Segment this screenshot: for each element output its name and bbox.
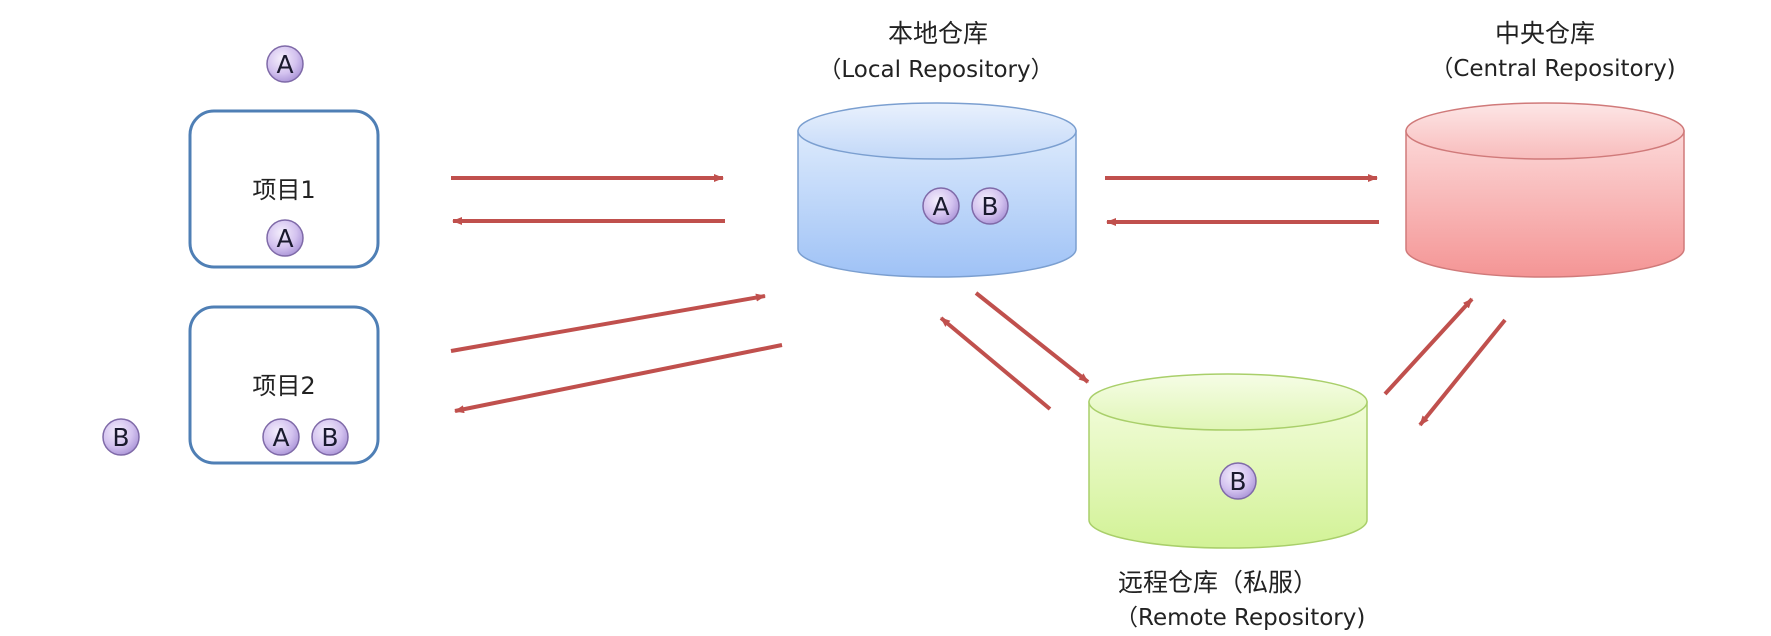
artifact-b-badge-local: B [971, 187, 1009, 225]
arrow-remote-to-central [1383, 297, 1474, 396]
svg-text:B: B [321, 423, 338, 452]
svg-text:A: A [276, 224, 293, 253]
arrow-central-to-remote [1418, 318, 1507, 427]
artifact-b-badge: B [102, 418, 140, 456]
remote-repository-subtitle: （Remote Repository) [1115, 605, 1365, 631]
artifact-a-badge-local: A [922, 187, 960, 225]
arrow-local-to-remote [974, 291, 1090, 384]
project-1-label: 项目1 [252, 176, 315, 204]
svg-text:A: A [276, 50, 293, 79]
project-2-label: 项目2 [252, 372, 315, 400]
artifact-a-badge: A [266, 45, 304, 83]
central-repository-title: 中央仓库 [1495, 19, 1595, 48]
artifact-b-badge-project2: B [311, 418, 349, 456]
artifact-a-badge-project2: A [262, 418, 300, 456]
project-1-box: 项目1 [188, 109, 380, 269]
arrow-local-to-project2 [454, 343, 783, 414]
artifact-a-badge-project1: A [266, 219, 304, 257]
central-repository: 中央仓库 （Central Repository) [1405, 19, 1685, 278]
remote-repository: 远程仓库（私服） （Remote Repository) [1088, 373, 1368, 631]
local-repository: 本地仓库 （Local Repository） [797, 19, 1077, 278]
local-repository-subtitle: （Local Repository） [818, 57, 1053, 83]
svg-text:A: A [932, 192, 949, 221]
arrows [450, 174, 1507, 427]
central-repository-subtitle: （Central Repository) [1430, 56, 1675, 82]
svg-text:A: A [272, 423, 289, 452]
remote-repository-title: 远程仓库（私服） [1118, 568, 1318, 597]
local-repository-title: 本地仓库 [888, 19, 988, 48]
svg-text:B: B [981, 192, 998, 221]
svg-text:B: B [112, 423, 129, 452]
arrow-remote-to-local [939, 316, 1052, 411]
artifact-b-badge-remote: B [1219, 462, 1257, 500]
svg-text:B: B [1229, 467, 1246, 496]
arrow-project2-to-local [450, 293, 766, 353]
